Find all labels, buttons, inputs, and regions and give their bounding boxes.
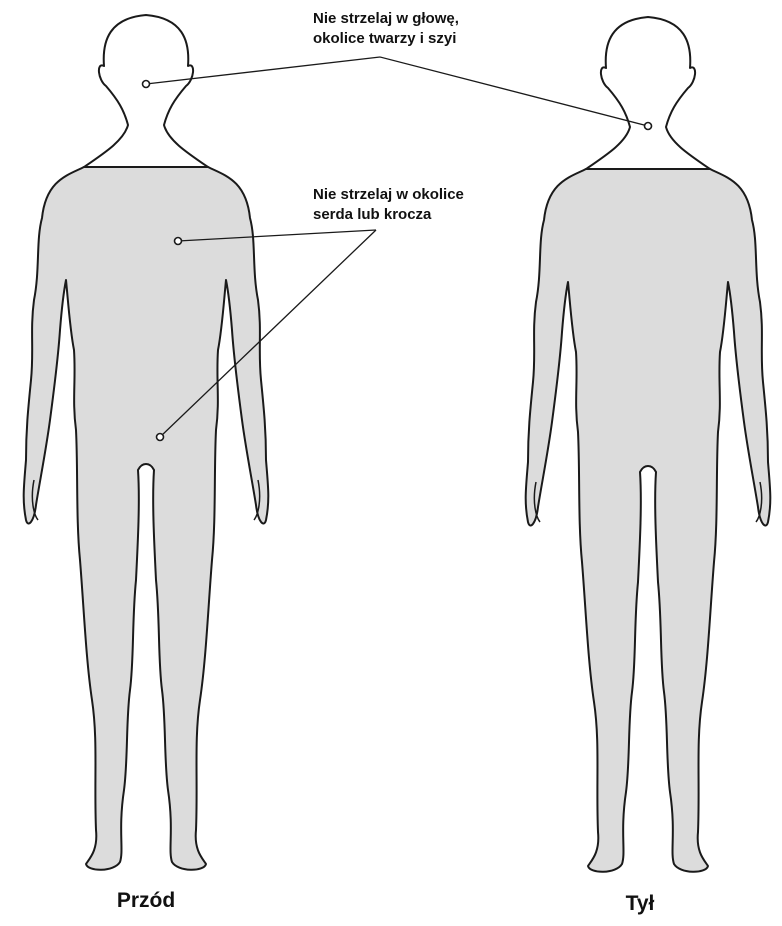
heart-warning-line-1: Nie strzelaj w okolice: [313, 185, 464, 205]
heart-warning-line-2: serda lub krocza: [313, 205, 464, 225]
front-figure: [24, 15, 269, 870]
head-callout-leaders: [146, 57, 648, 126]
marker-back-neck: [645, 123, 652, 130]
back-figure: [526, 17, 771, 872]
marker-front-face: [143, 81, 150, 88]
front-view-label: Przód: [46, 889, 246, 913]
back-head-neck: [586, 17, 710, 169]
front-body-zone: [24, 167, 269, 870]
front-head-neck: [84, 15, 208, 167]
marker-front-groin: [157, 434, 164, 441]
head-warning-callout: Nie strzelaj w głowę, okolice twarzy i s…: [313, 9, 459, 49]
head-warning-line-1: Nie strzelaj w głowę,: [313, 9, 459, 29]
back-view-label: Tył: [540, 892, 740, 916]
back-body-zone: [526, 169, 771, 872]
heart-warning-callout: Nie strzelaj w okolice serda lub krocza: [313, 185, 464, 225]
head-warning-line-2: okolice twarzy i szyi: [313, 29, 459, 49]
marker-front-chest: [175, 238, 182, 245]
